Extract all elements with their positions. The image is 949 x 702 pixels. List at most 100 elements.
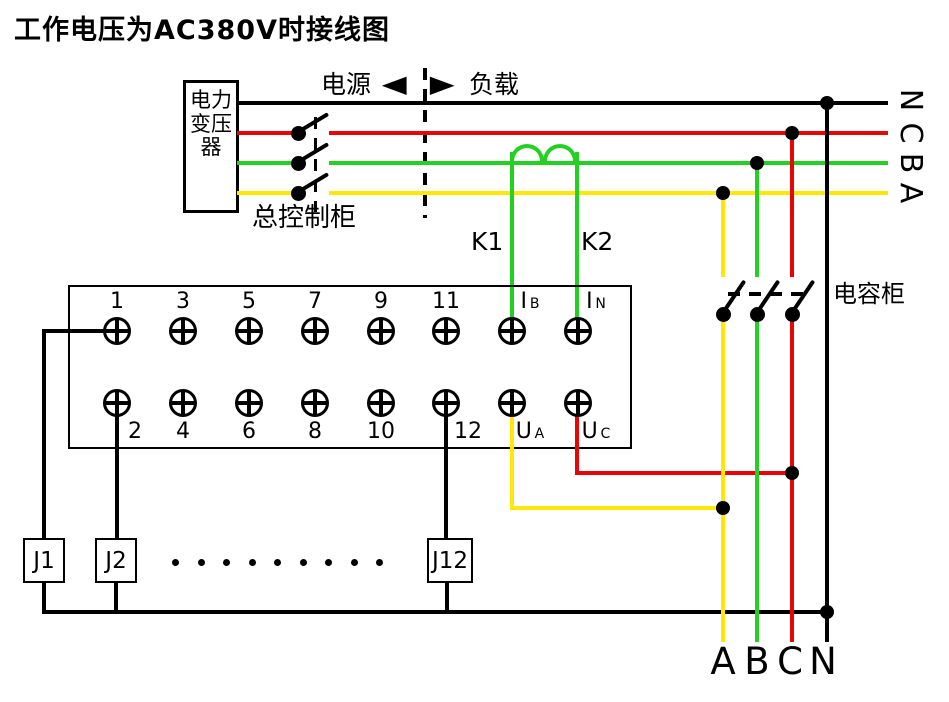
feeder-b-v-bottom	[755, 314, 759, 642]
junction-uc	[785, 466, 799, 480]
k2-label: K2	[581, 227, 614, 256]
cap-switch-linkage	[728, 292, 808, 296]
cap-switch-pivot-b	[750, 307, 765, 322]
terminal-label-bottom-UA: U A	[504, 419, 556, 444]
relay-ellipsis-dot	[274, 559, 281, 566]
terminal-label-top-11: 11	[420, 289, 472, 314]
relay-j2-label: J2	[105, 547, 127, 574]
wire-ua-h	[510, 506, 725, 510]
relay-ellipsis-dot	[223, 559, 230, 566]
terminal-screw-bottom-8	[301, 389, 329, 417]
terminal-label-bottom-UC: U C	[570, 419, 622, 444]
main-switch-pivot-c	[291, 126, 306, 141]
terminal-screw-top-5	[235, 317, 263, 345]
relay-ellipsis-dot	[350, 559, 358, 566]
relay-j12: J12	[427, 538, 473, 583]
terminal-label-text: U	[515, 419, 532, 444]
return-bus-bottom	[42, 610, 829, 614]
junction-c-top	[785, 126, 799, 140]
terminal-label-text: 6	[242, 419, 256, 444]
terminal-label-top-9: 9	[355, 289, 407, 314]
main-switch-linkage	[314, 117, 317, 212]
terminal-label-subscript: B	[527, 296, 540, 312]
relay-ellipsis-dot	[197, 559, 205, 566]
terminal-label-text: 7	[308, 289, 322, 314]
terminal-screw-top-IN	[564, 317, 592, 345]
wire-j1-bottom	[42, 581, 46, 612]
terminal-label-top-3: 3	[157, 289, 209, 314]
source-load-divider	[423, 68, 427, 218]
feeder-b-v-top	[755, 161, 759, 277]
terminal-screw-bottom-6	[235, 389, 263, 417]
main-cabinet-label: 总控制柜	[252, 203, 357, 233]
wire-terminal1-h	[42, 329, 120, 333]
terminal-screw-bottom-10	[367, 389, 395, 417]
terminal-block	[68, 285, 632, 449]
bus-phase-b-seg1	[237, 161, 299, 165]
terminal-label-subscript: A	[531, 426, 545, 442]
source-label: 电源	[321, 70, 372, 99]
relay-j12-label: J12	[431, 547, 469, 574]
terminal-screw-top-11	[432, 317, 460, 345]
terminal-screw-top-9	[367, 317, 395, 345]
terminal-label-top-7: 7	[289, 289, 341, 314]
bus-phase-a-seg1	[237, 191, 299, 195]
junction-b-top	[750, 156, 764, 170]
wire-ua-v	[510, 403, 514, 510]
bus-phase-c-seg2	[329, 131, 888, 135]
terminal-label-subscript: C	[597, 426, 611, 442]
terminal-label-text: 4	[176, 419, 190, 444]
terminal-label-bottom-10: 10	[355, 419, 407, 444]
wire-uc-v	[575, 403, 579, 475]
terminal-label-text: 11	[432, 289, 460, 314]
relay-ellipsis-dot	[248, 559, 256, 566]
junction-a-top	[716, 186, 730, 200]
cap-switch-pivot-c	[785, 307, 800, 322]
feeder-a-v-bottom	[721, 314, 725, 642]
phase-label-bottom-B: B	[744, 640, 770, 683]
terminal-label-text: 8	[308, 419, 322, 444]
terminal-label-top-IN: I N	[570, 289, 622, 314]
phase-label-right-N: N	[893, 88, 929, 112]
junction-neutral-bottom	[820, 605, 834, 619]
relay-j1-label: J1	[33, 547, 55, 574]
terminal-label-text: 2	[128, 419, 142, 444]
terminal-screw-bottom-UA	[498, 389, 526, 417]
main-switch-pivot-a	[291, 186, 306, 201]
terminal-screw-bottom-12	[432, 389, 460, 417]
phase-label-bottom-N: N	[809, 640, 837, 683]
bus-phase-b-seg2	[329, 161, 888, 165]
bus-neutral	[237, 101, 888, 105]
wire-terminal1-v	[42, 329, 46, 540]
terminal-label-subscript: N	[592, 296, 606, 312]
wire-uc-h	[575, 471, 794, 475]
terminal-label-text: 5	[242, 289, 256, 314]
terminal-label-text: U	[581, 419, 598, 444]
ct-lead-k2	[575, 152, 579, 318]
terminal-label-text: 12	[454, 419, 482, 444]
junction-ua	[716, 501, 730, 515]
transformer-label: 电力变压器	[190, 88, 232, 159]
main-switch-pivot-b	[291, 156, 306, 171]
terminal-label-text: 3	[176, 289, 190, 314]
relay-j1: J1	[23, 538, 65, 583]
terminal-label-top-IB: I B	[504, 289, 556, 314]
terminal-label-bottom-6: 6	[223, 419, 275, 444]
page-title: 工作电压为AC380V时接线图	[14, 15, 390, 46]
terminal-screw-bottom-UC	[564, 389, 592, 417]
terminal-label-bottom-2: 2	[109, 419, 161, 444]
feeder-c-v-top	[790, 131, 794, 277]
terminal-screw-top-1	[103, 317, 131, 345]
k1-label: K1	[471, 227, 504, 256]
terminal-screw-top-3	[169, 317, 197, 345]
bus-phase-a-seg2	[329, 191, 888, 195]
wire-j2-bottom	[114, 581, 118, 612]
phase-label-bottom-C: C	[777, 640, 803, 683]
ct-coil-right	[543, 144, 577, 162]
phase-label-right-A: A	[893, 182, 929, 204]
terminal-label-text: 9	[374, 289, 388, 314]
terminal-label-text: I	[520, 289, 528, 314]
terminal-screw-bottom-4	[169, 389, 197, 417]
terminal-label-text: I	[586, 289, 593, 314]
